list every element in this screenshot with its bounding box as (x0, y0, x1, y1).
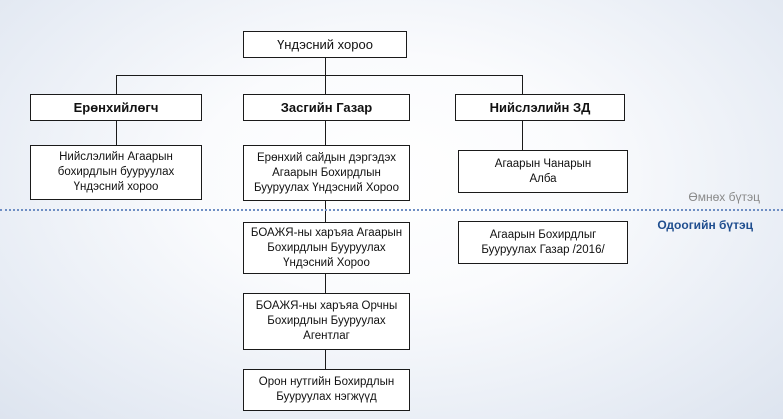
structure-separator-line (0, 209, 783, 211)
col2-item-1: Ерөнхий сайдын дэргэдэх Агаарын Бохирдлы… (243, 145, 410, 201)
connector-col3-down (522, 75, 523, 94)
column-head-president: Ерөнхийлөгч (30, 94, 202, 121)
col2-item-4: Орон нутгийн Бохирдлын Бууруулах нэгжүүд (243, 369, 410, 411)
connector-col2-item3-to-item4 (325, 349, 326, 369)
connector-horizontal-bar (116, 75, 523, 76)
connector-root-down (325, 57, 326, 75)
col2-item-2: БОАЖЯ-ны харъяа Агаарын Бохирдлын Бууруу… (243, 222, 410, 274)
connector-col2-item2-to-item3 (325, 273, 326, 293)
col1-item-1: Нийслэлийн Агаарын бохирдлын бууруулах Ү… (30, 145, 202, 200)
connector-col3-head-to-item (522, 120, 523, 150)
connector-col2-down (325, 75, 326, 94)
root-box: Үндэсний хороо (243, 31, 407, 58)
connector-col2-item1-to-item2 (325, 200, 326, 222)
col3-item-2: Агаарын Бохирдлыг Бууруулах Газар /2016/ (458, 221, 628, 264)
connector-col2-head-to-item (325, 120, 326, 145)
connector-col1-head-to-item (116, 120, 117, 145)
connector-col1-down (116, 75, 117, 94)
column-head-government: Засгийн Газар (243, 94, 410, 121)
col3-item-1: Агаарын Чанарын Алба (458, 150, 628, 193)
previous-structure-label: Өмнөх бүтэц (688, 190, 760, 204)
column-head-city-governor: Нийслэлийн ЗД (455, 94, 625, 121)
col2-item-3: БОАЖЯ-ны харъяа Орчны Бохирдлын Бууруула… (243, 293, 410, 350)
current-structure-label: Одоогийн бүтэц (657, 218, 753, 232)
